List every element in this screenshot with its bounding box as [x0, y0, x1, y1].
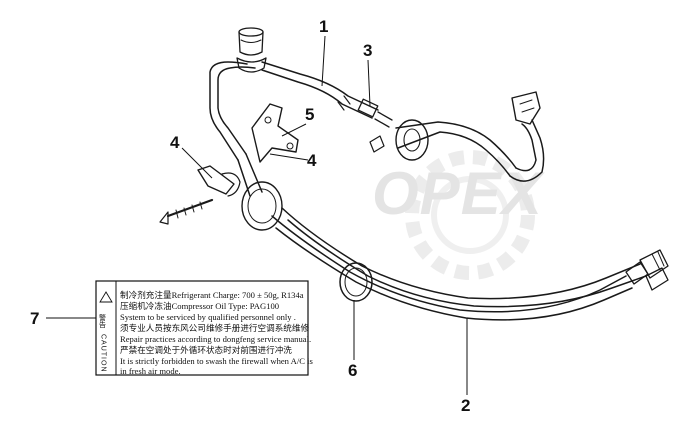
- compressor-fitting: [236, 27, 267, 73]
- hose-1-upper-line: [209, 61, 393, 161]
- clamp-ring-6: [339, 262, 373, 302]
- hose-2-lower-line: [271, 207, 669, 321]
- caution-line-7: It is strictly forbidden to swash the fi…: [120, 356, 314, 366]
- bracket-5: [251, 103, 299, 163]
- callout-3: 3: [363, 41, 372, 60]
- right-pipe-and-flange: [395, 91, 545, 182]
- caution-side-en: CAUTION: [100, 334, 107, 373]
- callout-7: 7: [30, 309, 39, 328]
- leader-4b: [269, 153, 309, 161]
- watermark-text: OPEX: [372, 160, 546, 227]
- union-ring-lower: [237, 153, 283, 231]
- leader-lines: [46, 35, 468, 395]
- warning-triangle-icon: [99, 291, 113, 303]
- caution-line-2: 压缩机冷冻油Compressor Oil Type: PAG100: [120, 300, 279, 311]
- caution-label: 警告 CAUTION 制冷剂充注量Refrigerant Charge: 700…: [95, 280, 314, 376]
- callout-numbers: 1 2 3 4 4 5 6 7: [30, 17, 470, 415]
- caution-line-5: Repair practices according to dongfeng s…: [120, 334, 311, 344]
- clamp-4-with-bolt: [159, 165, 241, 225]
- leader-4a: [181, 147, 213, 179]
- caution-line-3: System to be serviced by qualified perso…: [120, 312, 296, 322]
- leader-1: [321, 35, 326, 87]
- leader-3: [367, 59, 371, 107]
- opex-watermark: OPEX: [372, 150, 546, 280]
- callout-6: 6: [348, 361, 357, 380]
- callout-4a: 4: [170, 133, 180, 152]
- caution-line-6: 严禁在空调处于外循环状态时对前围进行冲洗: [120, 344, 292, 355]
- callout-2: 2: [461, 396, 470, 415]
- caution-side-cn: 警告: [99, 313, 107, 329]
- callout-4b: 4: [307, 151, 317, 170]
- leader-5: [281, 123, 307, 137]
- callout-5: 5: [305, 105, 314, 124]
- caution-line-1: 制冷剂充注量Refrigerant Charge: 700 ± 50g, R13…: [120, 289, 304, 300]
- callout-1: 1: [319, 17, 328, 36]
- caution-line-8: in fresh air mode.: [120, 366, 181, 376]
- caution-line-4: 须专业人员按东风公司维修手册进行空调系统维修: [120, 322, 309, 333]
